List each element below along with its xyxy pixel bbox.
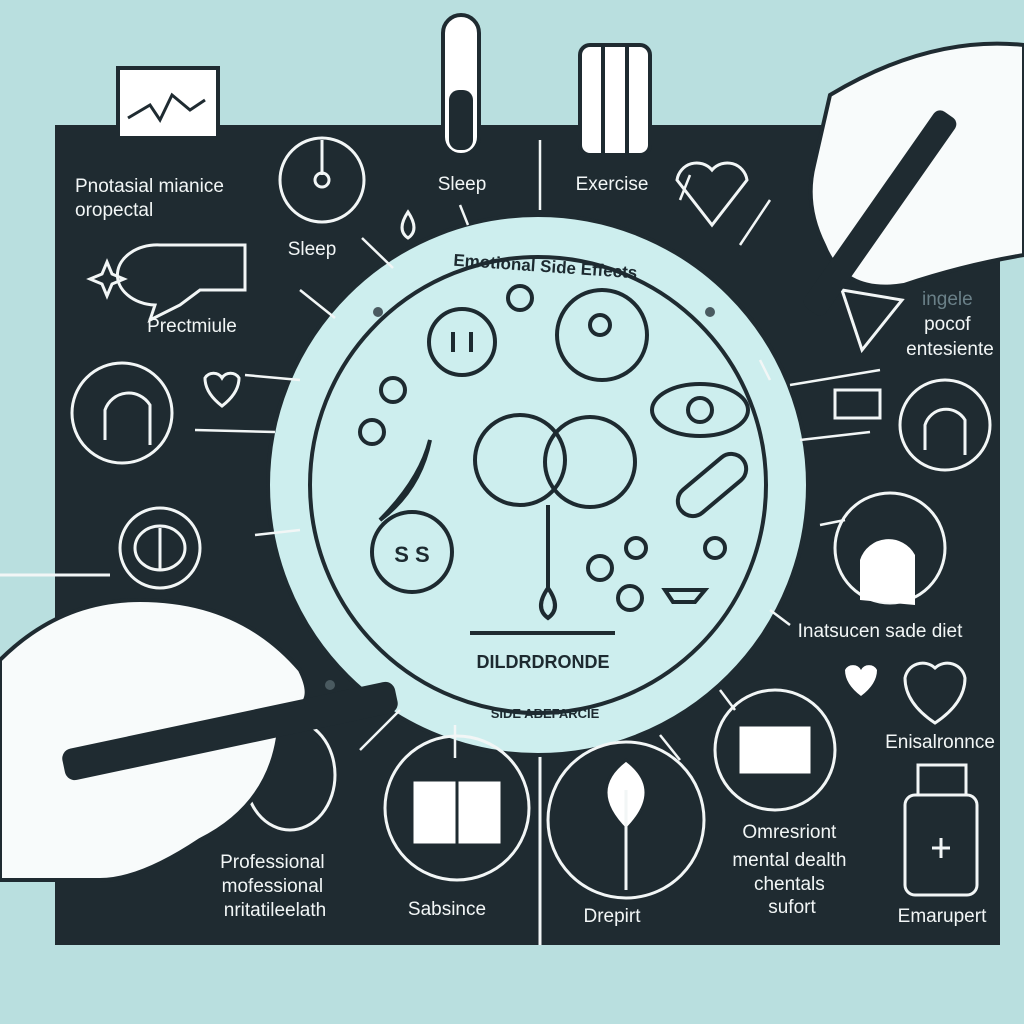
plant-leaf-icon xyxy=(546,740,706,900)
broken-heart-icon xyxy=(675,161,749,228)
hand-pen-top-right-illustration xyxy=(803,41,1024,316)
arrows xyxy=(194,140,881,761)
broken-heart-icon-3 xyxy=(903,661,967,725)
label-bottom-mental: Omresriont mental dealth chentals sufort xyxy=(732,822,851,918)
speech-bubble-icon xyxy=(116,243,247,323)
head-profile-right-icon xyxy=(898,378,992,472)
brain-icon xyxy=(118,506,202,590)
label-right-top: ingele pocof entesiente xyxy=(906,289,994,360)
clock-icon xyxy=(278,136,366,224)
label-sleep-left: Sleep xyxy=(288,239,337,260)
head-profile-icon xyxy=(70,361,174,465)
medicine-bottle-icon xyxy=(903,763,979,897)
hand-pen-bottom-left-illustration xyxy=(0,597,398,882)
chart-monitor-icon xyxy=(116,66,220,140)
heart-icon xyxy=(203,371,241,408)
label-prectmiule: Prectmiule xyxy=(147,316,237,337)
label-top-left: Pnotasial mianice oropectal xyxy=(75,176,229,221)
center-circle xyxy=(266,213,810,757)
test-tube-icon xyxy=(441,13,481,157)
label-bottom-book: Sabsince xyxy=(408,899,486,920)
label-right-heart: Enisalronnce xyxy=(885,732,995,753)
center-inner-label: DILDRDRONDE xyxy=(477,652,610,672)
open-book-icon xyxy=(383,734,531,882)
broken-heart-icon-2 xyxy=(839,288,905,354)
book-circle-icon xyxy=(713,688,837,812)
center-bottom-label: SIDE ABEFARCIE xyxy=(491,706,600,721)
label-exercise: Exercise xyxy=(576,174,649,195)
question-heart-icon xyxy=(845,665,877,696)
drop-icon xyxy=(400,209,416,240)
sparkle-icon xyxy=(86,258,128,300)
label-bottom-right: Emarupert xyxy=(898,906,987,927)
faces-pills-icon: S S xyxy=(358,284,750,621)
pill-bottles-icon xyxy=(578,43,652,157)
envelope-icon xyxy=(833,388,882,420)
svg-text:S S: S S xyxy=(394,542,429,567)
label-bottom-plant: Drepirt xyxy=(583,906,641,927)
label-bottom-left: Professional mofessional nritatileelath xyxy=(220,852,330,921)
head-silhouette-icon xyxy=(833,491,947,605)
label-right-mid: Inatsucen sade diet xyxy=(798,621,964,642)
label-sleep-top: Sleep xyxy=(438,174,487,195)
